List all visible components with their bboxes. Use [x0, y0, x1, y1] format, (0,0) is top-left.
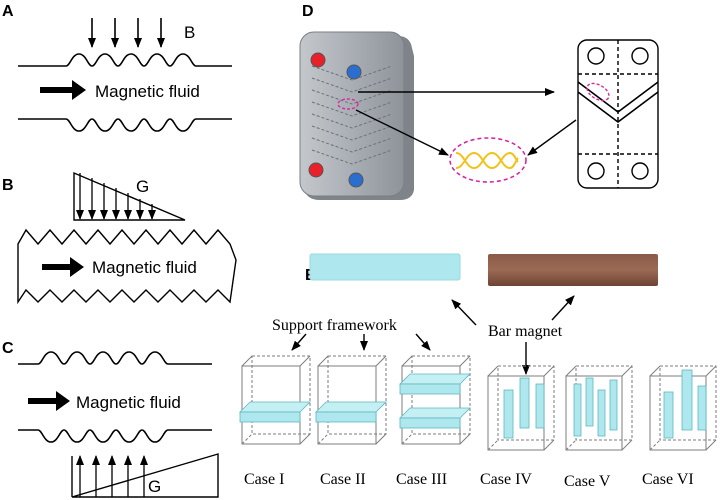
flow-arrow-b — [42, 257, 84, 277]
case-cube-5 — [565, 365, 633, 451]
case-cube-2 — [315, 355, 387, 445]
panel-a: A B Magnetic fluid — [2, 3, 232, 132]
flow-arrow — [40, 80, 86, 100]
bar-magnet-label: Bar magnet — [488, 323, 563, 340]
port-blue-bottom — [348, 172, 364, 188]
d-arrows — [355, 88, 577, 156]
heat-exchanger-plate — [299, 31, 414, 200]
panel-d-letter: D — [302, 3, 314, 20]
gradient-arrows-c — [76, 455, 148, 497]
panel-a-letter: A — [2, 3, 14, 20]
gradient-g-symbol-c: G — [148, 477, 161, 496]
port-red-bottom — [308, 162, 324, 178]
flow-label-c: Magnetic fluid — [76, 393, 181, 412]
gradient-triangle — [73, 171, 186, 221]
case-cube-3 — [399, 355, 471, 445]
port-blue-top — [346, 64, 362, 80]
field-b-symbol: B — [184, 23, 195, 42]
case-cube-6 — [649, 365, 717, 451]
zigzag-channel-outline — [17, 228, 237, 305]
panel-e: E Support framework Bar magnet — [239, 253, 717, 490]
field-b-arrows — [88, 18, 165, 48]
port-inlet-red-top — [310, 52, 326, 68]
highlight-ellipse-plate — [337, 98, 359, 110]
case-label-3: Case III — [396, 471, 447, 488]
case-label-5: Case V — [564, 473, 611, 490]
gradient-triangle-c-shape — [71, 453, 219, 498]
flow-label: Magnetic fluid — [95, 82, 200, 101]
schematic-plate — [577, 39, 659, 189]
case-label-6: Case VI — [642, 471, 694, 488]
channel-bottom-wall-c — [18, 429, 212, 443]
case-label-1: Case I — [244, 471, 284, 488]
channel-top-wall-c — [18, 351, 212, 365]
chevron-pattern — [311, 65, 393, 165]
gradient-g-symbol: G — [136, 177, 149, 196]
case-cube-4 — [487, 365, 555, 451]
channel-top-wall — [18, 53, 232, 67]
case-label-2: Case II — [320, 471, 366, 488]
framework-sample-cyan — [309, 253, 461, 281]
panel-b: B G Magnetic fluid — [2, 171, 237, 305]
case-label-4: Case IV — [480, 471, 532, 488]
panel-c: C Magnetic fluid G — [2, 340, 219, 498]
case-cube-1 — [239, 355, 311, 445]
panel-d: D — [299, 3, 659, 200]
panel-c-letter: C — [2, 340, 14, 357]
channel-detail-ellipse — [449, 137, 527, 183]
flow-arrow-c — [28, 391, 70, 411]
channel-bottom-wall — [18, 118, 232, 132]
flow-label-b: Magnetic fluid — [92, 258, 197, 277]
bar-magnet-sample-brown — [488, 254, 658, 286]
support-framework-label: Support framework — [272, 317, 397, 334]
panel-b-letter: B — [2, 177, 14, 194]
e-arrows — [291, 295, 575, 375]
gradient-arrows — [76, 173, 156, 220]
